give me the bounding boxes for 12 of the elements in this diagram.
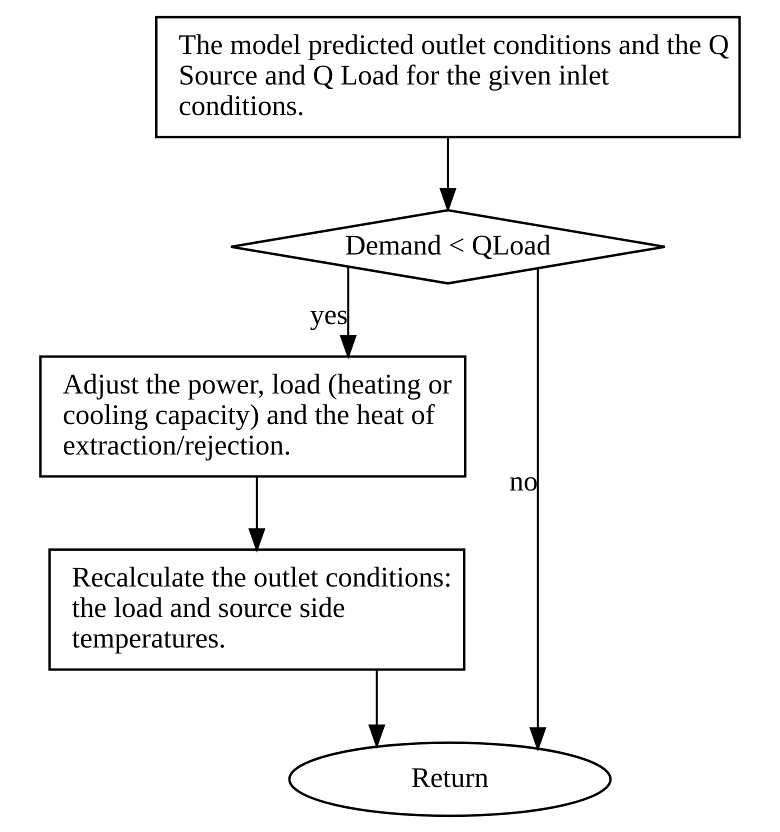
node-ellipse: Return — [288, 740, 612, 817]
node-diamond: Demand < QLoad — [230, 208, 666, 284]
arrow — [529, 268, 546, 752]
arrow — [368, 669, 386, 748]
arrow — [248, 476, 266, 552]
arrow — [340, 266, 357, 359]
edge-label: yes — [310, 300, 348, 331]
node-box: The model predicted outlet conditions and the Q Source and Q Load for the given inlet conditions. — [155, 15, 741, 138]
edge-label: no — [509, 466, 538, 498]
node-box: Recalculate the outlet conditions: the load and source side temperatures. — [48, 548, 466, 670]
arrow — [439, 136, 456, 212]
node-box: Adjust the power, load (heating or cooling capacity) and the heat of extraction/rejection. — [39, 354, 466, 478]
